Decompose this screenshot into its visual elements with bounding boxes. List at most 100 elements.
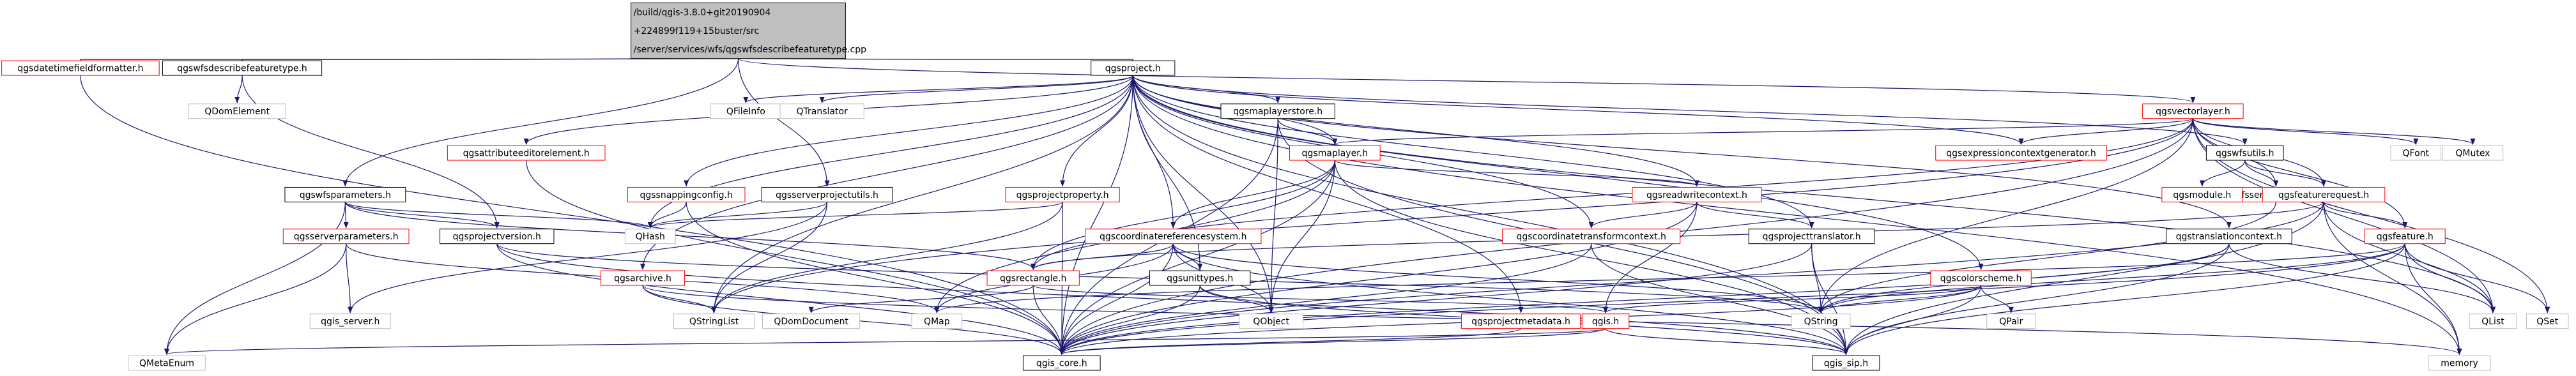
- node-qgsmaplayer[interactable]: qgsmaplayer.h: [1289, 145, 1381, 161]
- node-qgswfsparameters[interactable]: qgswfsparameters.h: [284, 186, 406, 202]
- node-qgis_sip[interactable]: qgis_sip.h: [1812, 355, 1880, 371]
- node-qgsprojectmetadata[interactable]: qgsprojectmetadata.h: [1460, 313, 1581, 329]
- edge-qgsserverparameters-to-qmetaenum: [164, 243, 347, 356]
- node-qgsmodule[interactable]: qgsmodule.h: [2161, 186, 2243, 202]
- edge-qgscoordinatereferencesystem-to-qgis_core: [1059, 243, 1174, 356]
- edge-qgsproject-to-qhash: [647, 75, 1133, 229]
- edge-qgis-to-qgis_sip: [1605, 328, 1849, 356]
- node-qgsfeaturerequest[interactable]: qgsfeaturerequest.h: [2262, 186, 2386, 202]
- node-qgscolorscheme[interactable]: qgscolorscheme.h: [1930, 270, 2032, 286]
- edge-qgswfsutils-to-qgsfeaturerequest: [2244, 160, 2326, 187]
- node-qgsserverprojectutils[interactable]: qgsserverprojectutils.h: [761, 186, 893, 202]
- edge-qgsattributeeditorelement-to-qgis_core: [526, 160, 1064, 356]
- node-label-qgswfsparameters: qgswfsparameters.h: [300, 190, 391, 200]
- edge-qgsvectorlayer-to-qstring: [1818, 118, 2194, 313]
- node-qgswfsdescribefeaturetype[interactable]: qgswfsdescribefeaturetype.h: [162, 60, 323, 76]
- node-qgssnappingconfig[interactable]: qgssnappingconfig.h: [627, 186, 746, 202]
- edge-qgsmaplayer-to-qgsreadwritecontext: [1334, 160, 1699, 187]
- node-qgsprojectversion[interactable]: qgsprojectversion.h: [440, 229, 555, 244]
- node-box-qgsprojectversion: [440, 229, 555, 244]
- node-qgis[interactable]: qgis.h: [1581, 313, 1630, 329]
- node-qgsrectangle[interactable]: qgsrectangle.h: [986, 270, 1080, 286]
- node-label-qtranslator: QTranslator: [797, 107, 848, 117]
- edge-qgsproject-to-qtranslator: [819, 75, 1133, 103]
- edge-qgsfeature-to-qmap: [934, 243, 2405, 313]
- node-box-qgsrectangle: [986, 270, 1080, 286]
- node-box-qgswfsutils: [2205, 145, 2284, 161]
- edge-qgswfsparameters-to-qgsrectangle: [344, 202, 1036, 271]
- node-qlist: QList: [2469, 313, 2517, 329]
- node-box-qdomdocument: [762, 313, 861, 329]
- node-qgsreadwritecontext[interactable]: qgsreadwritecontext.h: [1632, 186, 1762, 202]
- edge-qgsproject-to-qstringlist: [711, 75, 1133, 313]
- edge-qgsprojecttranslator-to-qgis_sip: [1811, 243, 1849, 356]
- node-qgsarchive[interactable]: qgsarchive.h: [600, 270, 686, 286]
- node-qmetaenum: QMetaEnum: [128, 355, 206, 371]
- node-box-qgsprojectproperty: [1005, 186, 1120, 202]
- edge-qgscolorscheme-to-qstring: [1818, 285, 1982, 313]
- node-box-qgswfsdescribefeaturetype: [162, 60, 323, 76]
- node-qgsproject[interactable]: qgsproject.h: [1091, 60, 1176, 76]
- edge-qgsproject-to-memory: [1132, 75, 2462, 356]
- edge-root-to-qgswfsdescribefeaturetype: [241, 58, 739, 64]
- edge-qgsvectorlayer-to-qgsmaplayer: [1332, 118, 2194, 146]
- edge-qgsproject-to-qgsprojecttranslator: [1132, 75, 1814, 229]
- edge-qgsproject-to-qlist: [1132, 75, 2496, 313]
- node-qgsprojectproperty[interactable]: qgsprojectproperty.h: [1005, 186, 1120, 202]
- edge-qgsproject-to-qgscolorscheme: [1132, 75, 1984, 271]
- edge-qgsmaplayerstore-to-qobject: [1268, 118, 1278, 313]
- node-qmap: QMap: [911, 313, 963, 329]
- node-box-qhash: [624, 229, 676, 244]
- node-qgscoordinatetransformcontext[interactable]: qgscoordinatetransformcontext.h: [1502, 229, 1681, 244]
- edge-qgsfeature-to-qgis_sip: [1843, 243, 2405, 356]
- edge-qgsprojectproperty-to-qhash: [648, 201, 1063, 229]
- node-qgstranslationcontext[interactable]: qgstranslationcontext.h: [2165, 229, 2292, 244]
- node-qgswfsutils[interactable]: qgswfsutils.h: [2205, 145, 2284, 161]
- node-qstring: QString: [1791, 313, 1851, 329]
- node-box-qgsattributeeditorelement: [447, 145, 606, 161]
- node-box-qgsvectorlayer: [2142, 103, 2244, 119]
- node-qgis_core[interactable]: qgis_core.h: [1022, 355, 1101, 371]
- edge-qgsproject-to-qgstranslationcontext: [1132, 75, 2232, 229]
- node-box-qgis_sip: [1812, 355, 1880, 371]
- node-label-qhash: QHash: [636, 232, 665, 242]
- node-label-qgsprojectmetadata: qgsprojectmetadata.h: [1471, 317, 1570, 327]
- node-box-qgis: [1581, 313, 1630, 329]
- node-qgscoordinatereferencesystem[interactable]: qgscoordinatereferencesystem.h: [1084, 229, 1262, 244]
- edge-qgsfeaturerequest-to-qgsfeature: [2323, 202, 2408, 229]
- node-qgsvectorlayer[interactable]: qgsvectorlayer.h: [2142, 103, 2244, 119]
- node-qobject: QObject: [1239, 313, 1304, 329]
- node-box-qgsmodule: [2161, 186, 2243, 202]
- edge-qgsreadwritecontext-to-qgscoordinatetransformcontext: [1588, 202, 1698, 229]
- node-qgsprojecttranslator[interactable]: qgsprojecttranslator.h: [1748, 229, 1875, 244]
- edge-qgswfsparameters-to-qgsprojectversion: [344, 202, 500, 229]
- edge-qgstranslationcontext-to-qgis_core: [1059, 243, 2230, 356]
- node-qgsmaplayerstore[interactable]: qgsmaplayerstore.h: [1220, 103, 1335, 119]
- edge-qgswfsparameters-to-qmetaenum: [164, 202, 346, 356]
- node-qdomelement: QDomElement: [188, 103, 286, 119]
- node-label-qpair: QPair: [1999, 317, 2023, 327]
- node-qmutex: QMutex: [2442, 145, 2504, 161]
- node-qgsserverparameters[interactable]: qgsserverparameters.h: [282, 229, 410, 244]
- edge-qgsrectangle-to-qdomdocument: [808, 285, 1034, 313]
- edge-layer: [79, 58, 2550, 356]
- edge-qgsunittypes-to-qobject: [1199, 285, 1274, 313]
- edge-qgswfsutils-to-qgsmodule: [2199, 160, 2246, 187]
- node-box-qgsmaplayer: [1289, 145, 1381, 161]
- node-label-qmetaenum: QMetaEnum: [139, 359, 194, 369]
- edge-qgsprojectversion-to-qgis_core: [496, 243, 1064, 356]
- node-qgsexpressioncontextgenerator[interactable]: qgsexpressioncontextgenerator.h: [1935, 145, 2107, 161]
- node-qgsdatetimefieldformatter[interactable]: qgsdatetimefieldformatter.h: [1, 60, 160, 76]
- edge-qgsproject-to-qgis_core: [1059, 75, 1133, 356]
- node-box-qpair: [1986, 313, 2036, 329]
- edge-qgis-to-qmetaenum: [165, 328, 1606, 356]
- edge-root-to-qgswfsparameters: [342, 58, 739, 187]
- edge-qgsprojectmetadata-to-qgis_core: [1059, 328, 1522, 356]
- node-box-qgsprojecttranslator: [1748, 229, 1875, 244]
- node-label-qgsvectorlayer: qgsvectorlayer.h: [2156, 107, 2230, 117]
- node-qgsunittypes[interactable]: qgsunittypes.h: [1149, 270, 1251, 286]
- node-qgsfeature[interactable]: qgsfeature.h: [2364, 229, 2446, 244]
- node-qgsattributeeditorelement[interactable]: qgsattributeeditorelement.h: [447, 145, 606, 161]
- node-label-qdomelement: QDomElement: [204, 107, 270, 117]
